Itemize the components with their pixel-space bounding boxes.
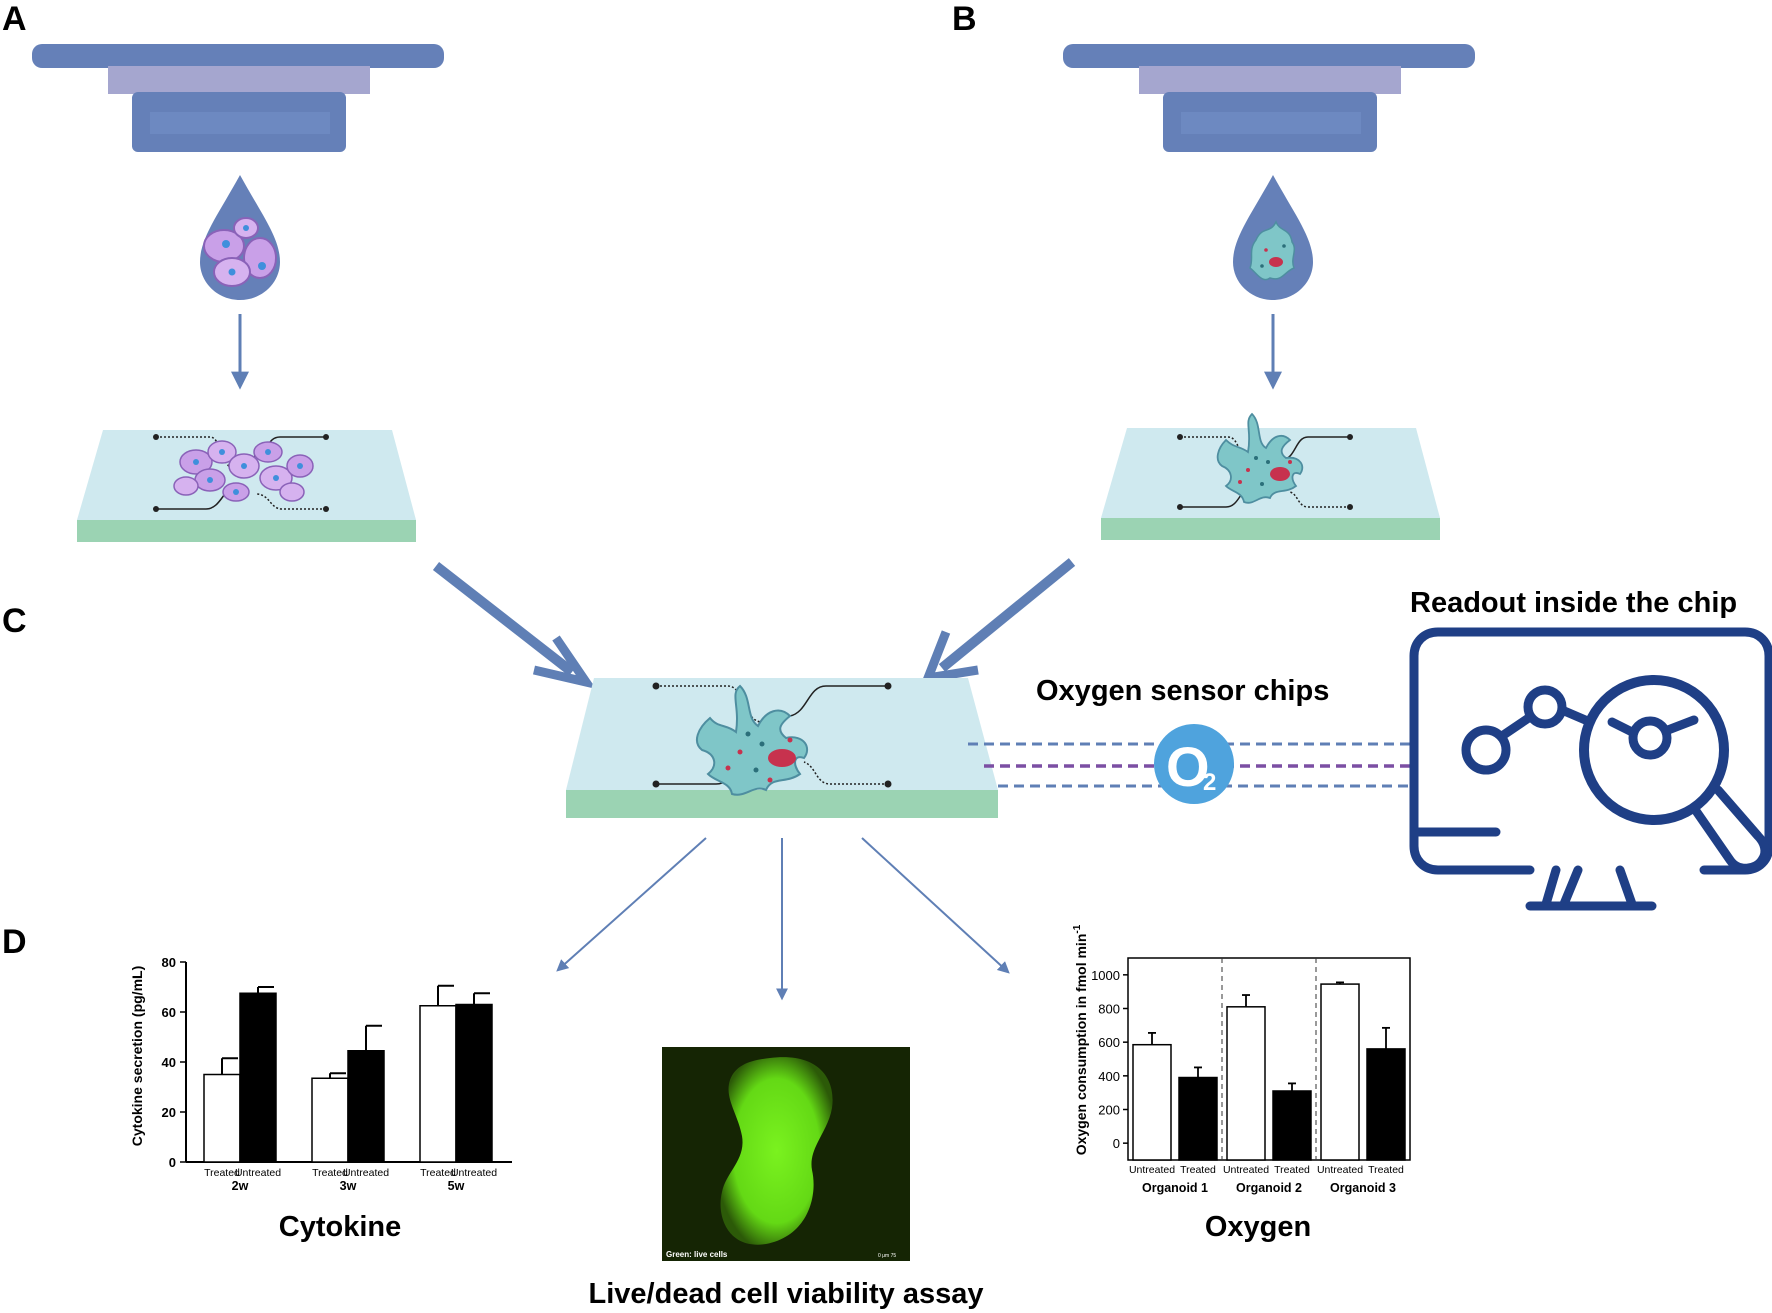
cytokine-y-tick-label: 40 <box>162 1055 176 1070</box>
arrow-to-oxygen <box>861 837 1010 974</box>
viability-microscopy-image: Green: live cells 0 μm 75 <box>662 1047 910 1261</box>
oxygen-y-axis-label-sup: -1 <box>1072 924 1083 933</box>
oxygen-bar <box>1132 1043 1172 1161</box>
oxygen-group-label: Organoid 2 <box>1236 1181 1302 1195</box>
cytokine-group-label: 2w <box>232 1179 249 1193</box>
chip-a <box>77 430 416 542</box>
oxygen-category-label: Untreated <box>1317 1164 1363 1176</box>
oxygen-category-label: Treated <box>1368 1164 1404 1176</box>
cytokine-y-tick-label: 0 <box>169 1155 176 1170</box>
cytokine-bar <box>203 1073 241 1163</box>
oxygen-category-label: Treated <box>1274 1164 1310 1176</box>
oxygen-category-label: Untreated <box>1129 1164 1175 1176</box>
cytokine-category-label: Untreated <box>343 1167 389 1179</box>
cytokine-y-tick-label: 20 <box>162 1105 176 1120</box>
readout-label: Readout inside the chip <box>1410 587 1737 619</box>
arrow-b-to-c <box>938 558 1076 672</box>
cytokine-category-label: Untreated <box>235 1167 281 1179</box>
bioprinter-b <box>1063 44 1475 152</box>
cytokine-y-axis-label: Cytokine secretion (pg/mL) <box>129 966 145 1146</box>
microscopy-caption: Green: live cells <box>666 1250 728 1259</box>
oxygen-y-axis-label-main: Oxygen consumption in fmol min <box>1073 934 1089 1156</box>
chip-c <box>566 678 998 818</box>
oxygen-bar <box>1272 1090 1312 1161</box>
oxygen-y-tick-label: 800 <box>1098 1002 1120 1017</box>
oxygen-sensor-label: Oxygen sensor chips <box>1036 675 1329 707</box>
oxygen-y-tick-label: 400 <box>1098 1069 1120 1084</box>
cytokine-bar <box>311 1077 349 1163</box>
cytokine-bar <box>239 992 277 1163</box>
oxygen-category-label: Untreated <box>1223 1164 1269 1176</box>
cytokine-y-tick-label: 80 <box>162 955 176 970</box>
cytokine-bar <box>419 1005 457 1163</box>
oxygen-group-label: Organoid 3 <box>1330 1181 1396 1195</box>
oxygen-bar <box>1320 983 1360 1161</box>
oxygen-bar <box>1178 1076 1218 1161</box>
cytokine-y-tick-label: 60 <box>162 1005 176 1020</box>
chip-b <box>1101 412 1440 540</box>
oxygen-group-label: Organoid 1 <box>1142 1181 1208 1195</box>
viability-title: Live/dead cell viability assay <box>589 1278 984 1310</box>
oxygen-chart: Oxygen consumption in fmol min-1 0 200 400… <box>1072 924 1411 1195</box>
oxygen-y-tick-label: 600 <box>1098 1035 1120 1050</box>
organoid-icon <box>1216 412 1304 504</box>
cytokine-category-label: Treated <box>204 1167 240 1179</box>
organoid-icon <box>695 684 809 796</box>
oxygen-y-tick-label: 0 <box>1113 1136 1120 1151</box>
arrow-to-cytokine <box>556 837 707 972</box>
o2-subscript: 2 <box>1203 769 1216 796</box>
cell-cluster-icon <box>173 440 314 502</box>
cytokine-group-label: 3w <box>340 1179 357 1193</box>
arrow-a-to-c <box>432 562 576 676</box>
cytokine-bar <box>455 1003 493 1163</box>
panel-letter-b: B <box>952 0 977 38</box>
microscopy-scale: 0 μm 75 <box>878 1253 896 1259</box>
oxygen-y-axis-label: Oxygen consumption in fmol min-1 <box>1072 924 1089 1155</box>
monitor-search-icon <box>1409 627 1772 911</box>
panel-letter-a: A <box>2 0 27 38</box>
cytokine-category-label: Treated <box>312 1167 348 1179</box>
oxygen-y-tick-label: 200 <box>1098 1103 1120 1118</box>
cytokine-category-label: Untreated <box>451 1167 497 1179</box>
oxygen-bar <box>1366 1048 1406 1161</box>
oxygen-plot-frame <box>1127 957 1411 1161</box>
cytokine-chart: Cytokine secretion (pg/mL) 0 20 40 60 80Trea… <box>129 955 512 1193</box>
oxygen-title: Oxygen <box>1205 1211 1311 1243</box>
cytokine-bar <box>347 1050 385 1163</box>
oxygen-category-label: Treated <box>1180 1164 1216 1176</box>
panel-letter-c: C <box>2 602 27 640</box>
cytokine-title: Cytokine <box>279 1211 401 1243</box>
oxygen-y-tick-label: 1000 <box>1091 968 1120 983</box>
arrow-a-to-c-head <box>532 635 597 689</box>
o2-label: O <box>1166 735 1210 798</box>
bioprinter-a <box>32 44 444 152</box>
o2-badge: O 2 <box>1154 724 1234 804</box>
oxygen-bar <box>1226 1006 1266 1161</box>
droplet-organoid-icon <box>1233 175 1313 300</box>
panel-letter-d: D <box>2 923 27 961</box>
cytokine-group-label: 5w <box>448 1179 465 1193</box>
cytokine-category-label: Treated <box>420 1167 456 1179</box>
droplet-cells-icon <box>200 175 280 300</box>
